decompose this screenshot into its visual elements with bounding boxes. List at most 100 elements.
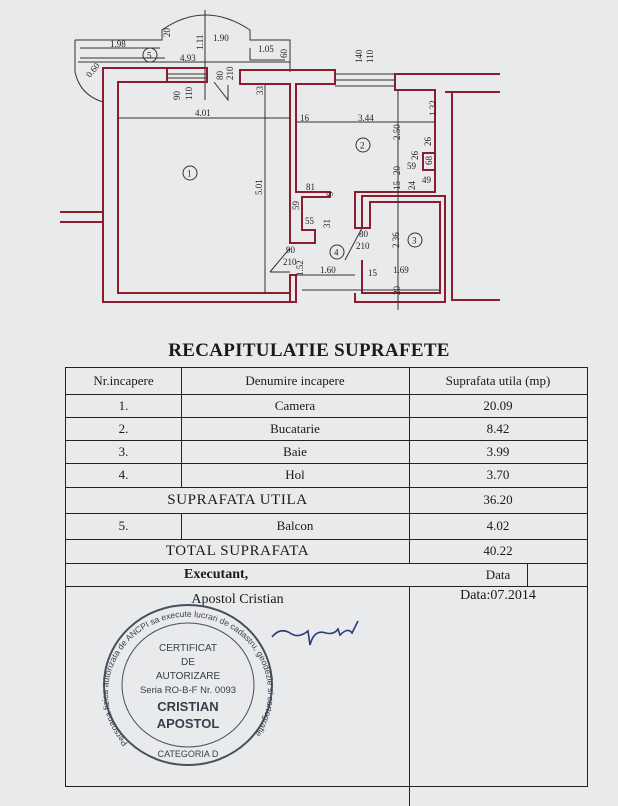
dimension-label: 140 <box>354 49 364 63</box>
executant-row: Executant, Data <box>66 563 587 587</box>
executant-name: Apostol Cristian <box>66 586 410 806</box>
dimension-label: 210 <box>356 241 370 251</box>
dimension-label: 4.01 <box>195 108 211 118</box>
header-name: Denumire incapere <box>181 368 410 394</box>
table-row: 5. Balcon 4.02 <box>66 513 587 540</box>
room-number-circle <box>142 47 158 63</box>
subtotal-row: SUPRAFATA UTILA 36.20 <box>66 487 587 514</box>
dimension-label: 26 <box>410 151 420 161</box>
dimension-label: 110 <box>365 49 375 63</box>
cell-area: 3.70 <box>486 467 510 482</box>
dimension-label: 1.60 <box>320 265 336 275</box>
dimension-label: 1.90 <box>213 33 229 43</box>
signature-row: Apostol Cristian Data:07.2014 <box>66 586 587 806</box>
cell-nr: 3. <box>66 440 182 463</box>
cell-nr: 1. <box>66 394 182 417</box>
room-number: 5 <box>147 51 152 61</box>
dimension-label: 9 <box>325 191 335 196</box>
cell-area: 3.99 <box>486 443 510 459</box>
dimension-label: 20 <box>392 166 402 176</box>
header-nr: Nr.incapere <box>66 368 182 394</box>
stamp-text: CATEGORIA D <box>158 749 219 759</box>
cell-name: Balcon <box>181 513 410 539</box>
room-number: 2 <box>360 141 365 151</box>
dimension-label: 1.11 <box>195 35 205 50</box>
dimension-label: 90 <box>172 91 182 101</box>
dimension-label: 49 <box>422 175 432 185</box>
dimension-label: 26 <box>423 137 433 147</box>
cell-nr: 4. <box>66 463 182 487</box>
dimension-label: 59 <box>407 161 417 171</box>
dimension-label: 210 <box>283 257 297 267</box>
room-number-circle <box>407 232 423 248</box>
dimension-label: 210 <box>225 66 235 80</box>
dimension-label: 59 <box>291 201 301 211</box>
dimension-label: 60 <box>279 49 289 59</box>
dimension-label: 0.60 <box>84 60 102 79</box>
stamp-text: DE <box>181 657 195 668</box>
dimension-label: 80 <box>359 229 369 239</box>
stamp-text: AUTORIZARE <box>156 671 221 682</box>
executant-label: Executant, <box>66 563 528 586</box>
dimension-label: 16 <box>300 113 310 123</box>
table-row: 2. Bucatarie 8.42 <box>66 417 587 441</box>
cell-name: Baie <box>181 440 410 463</box>
dimension-label: 5.01 <box>254 179 264 195</box>
table-header-row: Nr.incapere Denumire incapere Suprafata … <box>66 368 587 395</box>
dimension-label: 80 <box>215 71 225 81</box>
room-number-circle <box>182 165 198 181</box>
dimension-label: 2.36 <box>391 232 401 248</box>
dimension-label: 1.98 <box>110 39 126 49</box>
summary-table: Nr.incapere Denumire incapere Suprafata … <box>65 367 588 806</box>
dimension-label: 20 <box>162 28 172 38</box>
header-area: Suprafata utila (mp) <box>445 373 551 388</box>
dimension-label: 33 <box>255 86 265 96</box>
dimension-label: 31 <box>322 219 332 228</box>
dimension-label: 15 <box>392 181 402 191</box>
authorization-stamp: Persoana fizica autorizata de ANCPI sa e… <box>100 604 276 766</box>
dimension-label: 24 <box>407 181 417 191</box>
cell-name: Hol <box>181 463 410 487</box>
dimension-label: 81 <box>306 182 315 192</box>
room-number-circle <box>355 137 371 153</box>
dimension-label: 1.05 <box>258 44 274 54</box>
cell-name: Bucatarie <box>181 417 410 440</box>
dimension-label: 90 <box>286 245 296 255</box>
dimension-label: 20 <box>392 286 402 296</box>
table-row: 3. Baie 3.99 <box>66 440 587 464</box>
stamp-text: APOSTOL <box>157 716 220 731</box>
cell-nr: 5. <box>66 513 182 539</box>
cell-nr: 2. <box>66 417 182 440</box>
dimension-label: 110 <box>184 86 194 100</box>
room-number: 1 <box>187 169 192 179</box>
cell-area: 20.09 <box>483 397 513 413</box>
data-label: Data <box>485 566 511 582</box>
room-number-circle <box>329 244 345 260</box>
total-value: 40.22 <box>483 543 513 558</box>
cell-name: Camera <box>181 394 410 417</box>
dimension-label: 2.50 <box>392 124 402 140</box>
cell-area: 8.42 <box>486 420 510 436</box>
room-number: 3 <box>412 236 417 246</box>
total-label: TOTAL SUPRAFATA <box>66 539 410 563</box>
dimension-label: 15 <box>368 268 378 278</box>
table-row: 4. Hol 3.70 <box>66 463 587 488</box>
room-number: 4 <box>334 248 339 258</box>
dimension-label: 1.52 <box>295 260 305 276</box>
stamp-text: CRISTIAN <box>157 699 218 714</box>
cell-area: 4.02 <box>486 518 510 533</box>
stamp-text: CERTIFICAT <box>159 643 217 654</box>
subtotal-value: 36.20 <box>483 492 513 507</box>
dimension-label: 1.32 <box>428 100 438 116</box>
subtotal-label: SUPRAFATA UTILA <box>66 487 410 513</box>
dimension-label: 1.69 <box>393 265 409 275</box>
dimension-label: 3.44 <box>358 113 374 123</box>
dimension-label: 4.93 <box>180 53 196 63</box>
summary-title: RECAPITULATIE SUPRAFETE <box>168 340 450 361</box>
dimension-label: 68 <box>424 156 434 166</box>
total-row: TOTAL SUPRAFATA 40.22 <box>66 539 587 564</box>
table-row: 1. Camera 20.09 <box>66 394 587 418</box>
date-value: Data:07.2014 <box>460 588 536 603</box>
signature <box>271 620 359 646</box>
